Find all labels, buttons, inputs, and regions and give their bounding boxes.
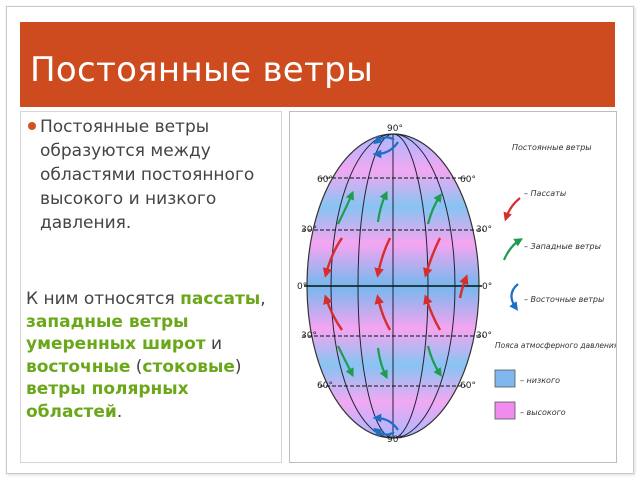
highlight-trade-winds: пассаты [180, 289, 261, 309]
lat-label-north-pole: 90° [387, 124, 403, 134]
polar-easterlies-arrows [372, 135, 399, 437]
lat-label-0-left: 0° [297, 282, 307, 292]
highlight-westerlies: западные ветры умеренных широт [26, 311, 206, 355]
lat-label-south-pole: 90° [387, 435, 403, 445]
globe-diagram: 90° 60° 30° 0° 30° 60° 90° 60° 30° 0° 30… [297, 124, 619, 445]
lat-label-30s-right: 30° [476, 331, 492, 341]
comma-1: , [260, 289, 266, 309]
period: . [116, 401, 123, 422]
lat-label-60n-left: 60° [317, 175, 333, 185]
highlight-easterlies: восточные [26, 356, 131, 377]
text-panel: Постоянные ветры образуются между област… [20, 111, 282, 463]
lat-label-60n-right: 60° [460, 175, 476, 185]
legend-easterlies: – Восточные ветры [524, 295, 604, 304]
slide-title: Постоянные ветры [30, 50, 374, 90]
lat-label-0-right: 0° [482, 282, 492, 292]
low-pressure-swatch [494, 369, 516, 388]
close-paren: ) [234, 356, 242, 377]
lat-label-30n-left: 30° [301, 225, 317, 235]
legend-pressure-title: Пояса атмосферного давления [495, 341, 616, 350]
trade-winds-legend-arrow [503, 197, 521, 222]
lat-label-60s-right: 60° [460, 381, 476, 391]
lat-label-30n-right: 30° [476, 225, 492, 235]
title-bar: Постоянные ветры [20, 22, 615, 107]
wind-types-paragraph: К ним относятся пассаты, западные ветры … [26, 288, 278, 423]
paragraph-start: К ним относятся [26, 289, 181, 309]
latitude-lines [302, 177, 484, 387]
legend-low-pressure: – низкого [520, 376, 560, 385]
legend-trade-winds: – Пассаты [524, 189, 566, 198]
westerlies-arrows [337, 190, 442, 380]
lat-label-60s-left: 60° [317, 381, 333, 391]
legend-winds-title: Постоянные ветры [512, 143, 592, 152]
lat-label-30s-left: 30° [301, 331, 317, 341]
wind-map-figure: 90° 60° 30° 0° 30° 60° 90° 60° 30° 0° 30… [289, 111, 619, 463]
trade-winds-arrows [322, 237, 469, 331]
highlight-katabatic: стоковые [142, 356, 235, 377]
latitude-labels: 90° 60° 30° 0° 30° 60° 90° 60° 30° 0° 30… [297, 124, 492, 445]
easterlies-legend-arrow [509, 283, 519, 311]
high-pressure-swatch [494, 401, 516, 420]
bullet-paragraph: Постоянные ветры образуются между област… [40, 117, 255, 233]
conjunction: и [205, 334, 223, 354]
open-paren: ( [130, 356, 143, 377]
legend-westerlies: – Западные ветры [524, 242, 601, 251]
westerlies-legend-arrow [502, 238, 524, 261]
bullet-icon [28, 122, 36, 130]
slide-frame [6, 6, 634, 474]
highlight-polar-winds: ветры полярных областей [26, 379, 189, 422]
legend-high-pressure: – высокого [520, 408, 566, 417]
